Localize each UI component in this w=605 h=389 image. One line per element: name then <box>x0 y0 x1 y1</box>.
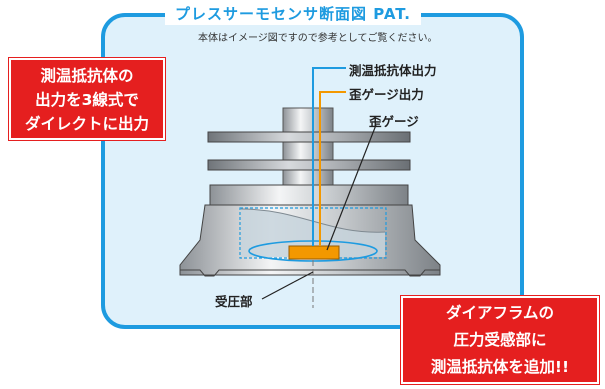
strain-output-line <box>319 91 346 246</box>
callout-rtd-3wire: 測温抵抗体の 出力を3線式で ダイレクトに出力 <box>9 58 165 140</box>
lower-collar <box>209 184 409 206</box>
pressure-part-pointer <box>261 281 295 300</box>
callout-right-line: 圧力受感部に <box>453 331 547 349</box>
pressure-part-label: 受圧部 <box>215 294 253 309</box>
diagram-subtitle: 本体はイメージ図ですので参考としてご覧ください。 <box>198 33 438 44</box>
callout-right-line: ダイアフラムの <box>445 304 555 322</box>
rtd-output-label: 測温抵抗体出力 <box>349 63 437 78</box>
callout-left-line: 出力を3線式で <box>35 91 139 109</box>
upper-plate <box>207 131 411 143</box>
strain-output-label: 歪ゲージ出力 <box>349 87 424 102</box>
diagram-title: プレスサーモセンサ断面図 PAT. <box>165 3 421 25</box>
callout-right-line: 測温抵抗体を追加!! <box>430 358 570 376</box>
strain-gauge-label: 歪ゲージ <box>369 114 419 129</box>
rtd-output-line <box>312 67 346 246</box>
strain-gauge-pointer <box>326 124 377 251</box>
callout-diaphragm-rtd: ダイアフラムの 圧力受感部に 測温抵抗体を追加!! <box>401 296 599 384</box>
diaphragm-cavity <box>239 207 387 259</box>
middle-plate <box>207 159 411 171</box>
callout-left-line: 測温抵抗体の <box>40 67 134 85</box>
callout-left-line: ダイレクトに出力 <box>24 115 149 133</box>
rtd-sensor-element <box>288 245 340 260</box>
